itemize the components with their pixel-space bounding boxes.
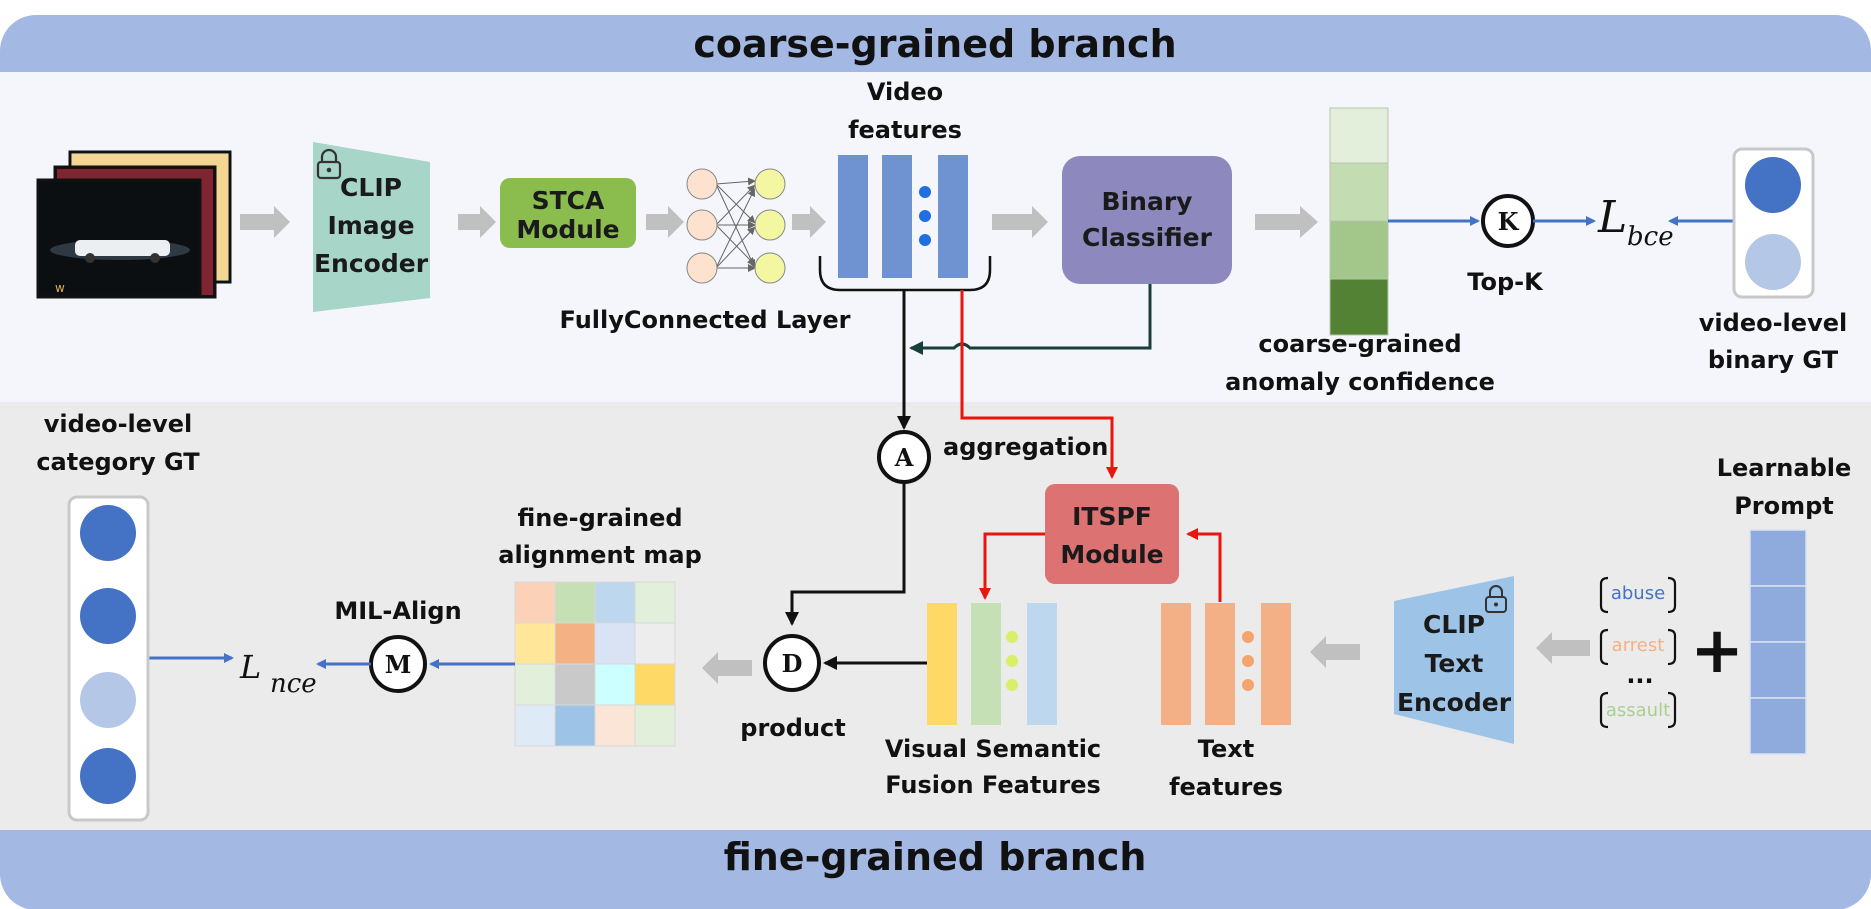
stca-module-line2: Module (516, 215, 619, 244)
loss-bce-main: L (1597, 192, 1627, 243)
lock-icon (316, 148, 342, 180)
confidence-label-line2: anomaly confidence (1225, 368, 1495, 396)
aggregation-to-product-arrow (785, 482, 906, 626)
category-gt-box (67, 495, 150, 822)
fc-layer-label: FullyConnected Layer (560, 306, 851, 334)
classifier-feedback-line (975, 284, 1152, 350)
clip-image-encoder-line3: Encoder (314, 249, 429, 278)
stca-module-box (500, 178, 636, 248)
fine-flow-arrows (702, 632, 1590, 684)
category-gt-item (80, 672, 136, 728)
mil-align-symbol: M (385, 650, 412, 679)
topk-label: Top-K (1467, 268, 1544, 296)
category-gt-item (80, 588, 136, 644)
vsff-block (927, 603, 1057, 725)
learnable-prompt-block (1749, 529, 1807, 755)
coarse-branch-title: coarse-grained branch (693, 22, 1176, 66)
alignment-map-label-line2: alignment map (498, 541, 702, 569)
fine-branch-title: fine-grained branch (724, 835, 1147, 879)
plus-sign: + (1690, 614, 1744, 688)
binary-classifier-line1: Binary (1102, 187, 1193, 216)
lock-icon (1485, 585, 1507, 613)
prompt-words (1599, 576, 1677, 729)
binary-classifier-line2: Classifier (1082, 223, 1213, 252)
binary-gt-positive (1745, 157, 1801, 213)
clip-text-encoder-line3: Encoder (1397, 688, 1512, 717)
learnable-prompt-label-line2: Prompt (1734, 492, 1834, 520)
vsff-label-line1: Visual Semantic (885, 735, 1101, 763)
prompt-word-abuse: abuse (1611, 583, 1665, 604)
aggregation-symbol: A (894, 443, 914, 472)
video-frames-image: w (36, 150, 232, 299)
text-features-block (1161, 603, 1291, 725)
text-features-to-itspf-arrow (1186, 528, 1222, 602)
mil-align-label: MIL-Align (334, 597, 461, 625)
text-features-label-line1: Text (1198, 735, 1254, 763)
loss-nce-sub: nce (270, 669, 317, 699)
binary-gt-label-line2: binary GT (1708, 346, 1839, 374)
clip-image-encoder-line2: Image (327, 211, 414, 240)
stca-module-line1: STCA (532, 186, 605, 215)
prompt-word-arrest: arrest (1612, 635, 1665, 656)
binary-gt-negative (1745, 234, 1801, 290)
loss-bce-sub: bce (1627, 222, 1674, 252)
product-symbol: D (782, 649, 803, 678)
clip-text-encoder-box (1394, 576, 1514, 744)
product-node (763, 634, 821, 692)
clip-image-encoder-line1: CLIP (340, 173, 402, 202)
category-gt-label-line1: video-level (44, 410, 192, 438)
category-gt-item (80, 505, 136, 561)
prompt-word-ellipsis: ... (1626, 661, 1653, 689)
binary-classifier-box (1062, 156, 1232, 284)
svg-text:w: w (55, 281, 65, 295)
video-features-block (818, 155, 992, 292)
alignment-map-grid (514, 581, 676, 747)
vsff-label-line2: Fusion Features (885, 771, 1101, 799)
coarse-flow-arrows (240, 206, 1318, 238)
category-gt-label-line2: category GT (36, 448, 200, 476)
clip-image-encoder-box (313, 142, 430, 312)
text-features-label-line2: features (1169, 773, 1283, 801)
itspf-module-box (1045, 484, 1179, 584)
clip-text-encoder-line2: Text (1425, 649, 1484, 678)
itspf-to-vsff-arrow (979, 532, 1045, 600)
aggregation-label: aggregation (943, 433, 1108, 461)
alignment-map-label-line1: fine-grained (517, 504, 682, 532)
prompt-word-assault: assault (1606, 700, 1670, 721)
confidence-label-line1: coarse-grained (1258, 330, 1461, 358)
fully-connected-network (686, 168, 786, 284)
video-features-label-line1: Video (867, 78, 943, 106)
itspf-module-line1: ITSPF (1072, 502, 1152, 531)
loss-nce-main: L (239, 648, 261, 686)
learnable-prompt-label-line1: Learnable (1717, 454, 1852, 482)
topk-symbol: K (1498, 207, 1520, 236)
binary-gt-label-line1: video-level (1699, 309, 1847, 337)
video-features-label-line2: features (848, 116, 962, 144)
features-to-itspf-arrow (960, 290, 1118, 479)
anomaly-confidence-bar (1329, 107, 1389, 336)
product-label: product (740, 714, 845, 742)
category-gt-item (80, 748, 136, 804)
clip-text-encoder-line1: CLIP (1423, 610, 1485, 639)
itspf-module-line2: Module (1060, 540, 1163, 569)
